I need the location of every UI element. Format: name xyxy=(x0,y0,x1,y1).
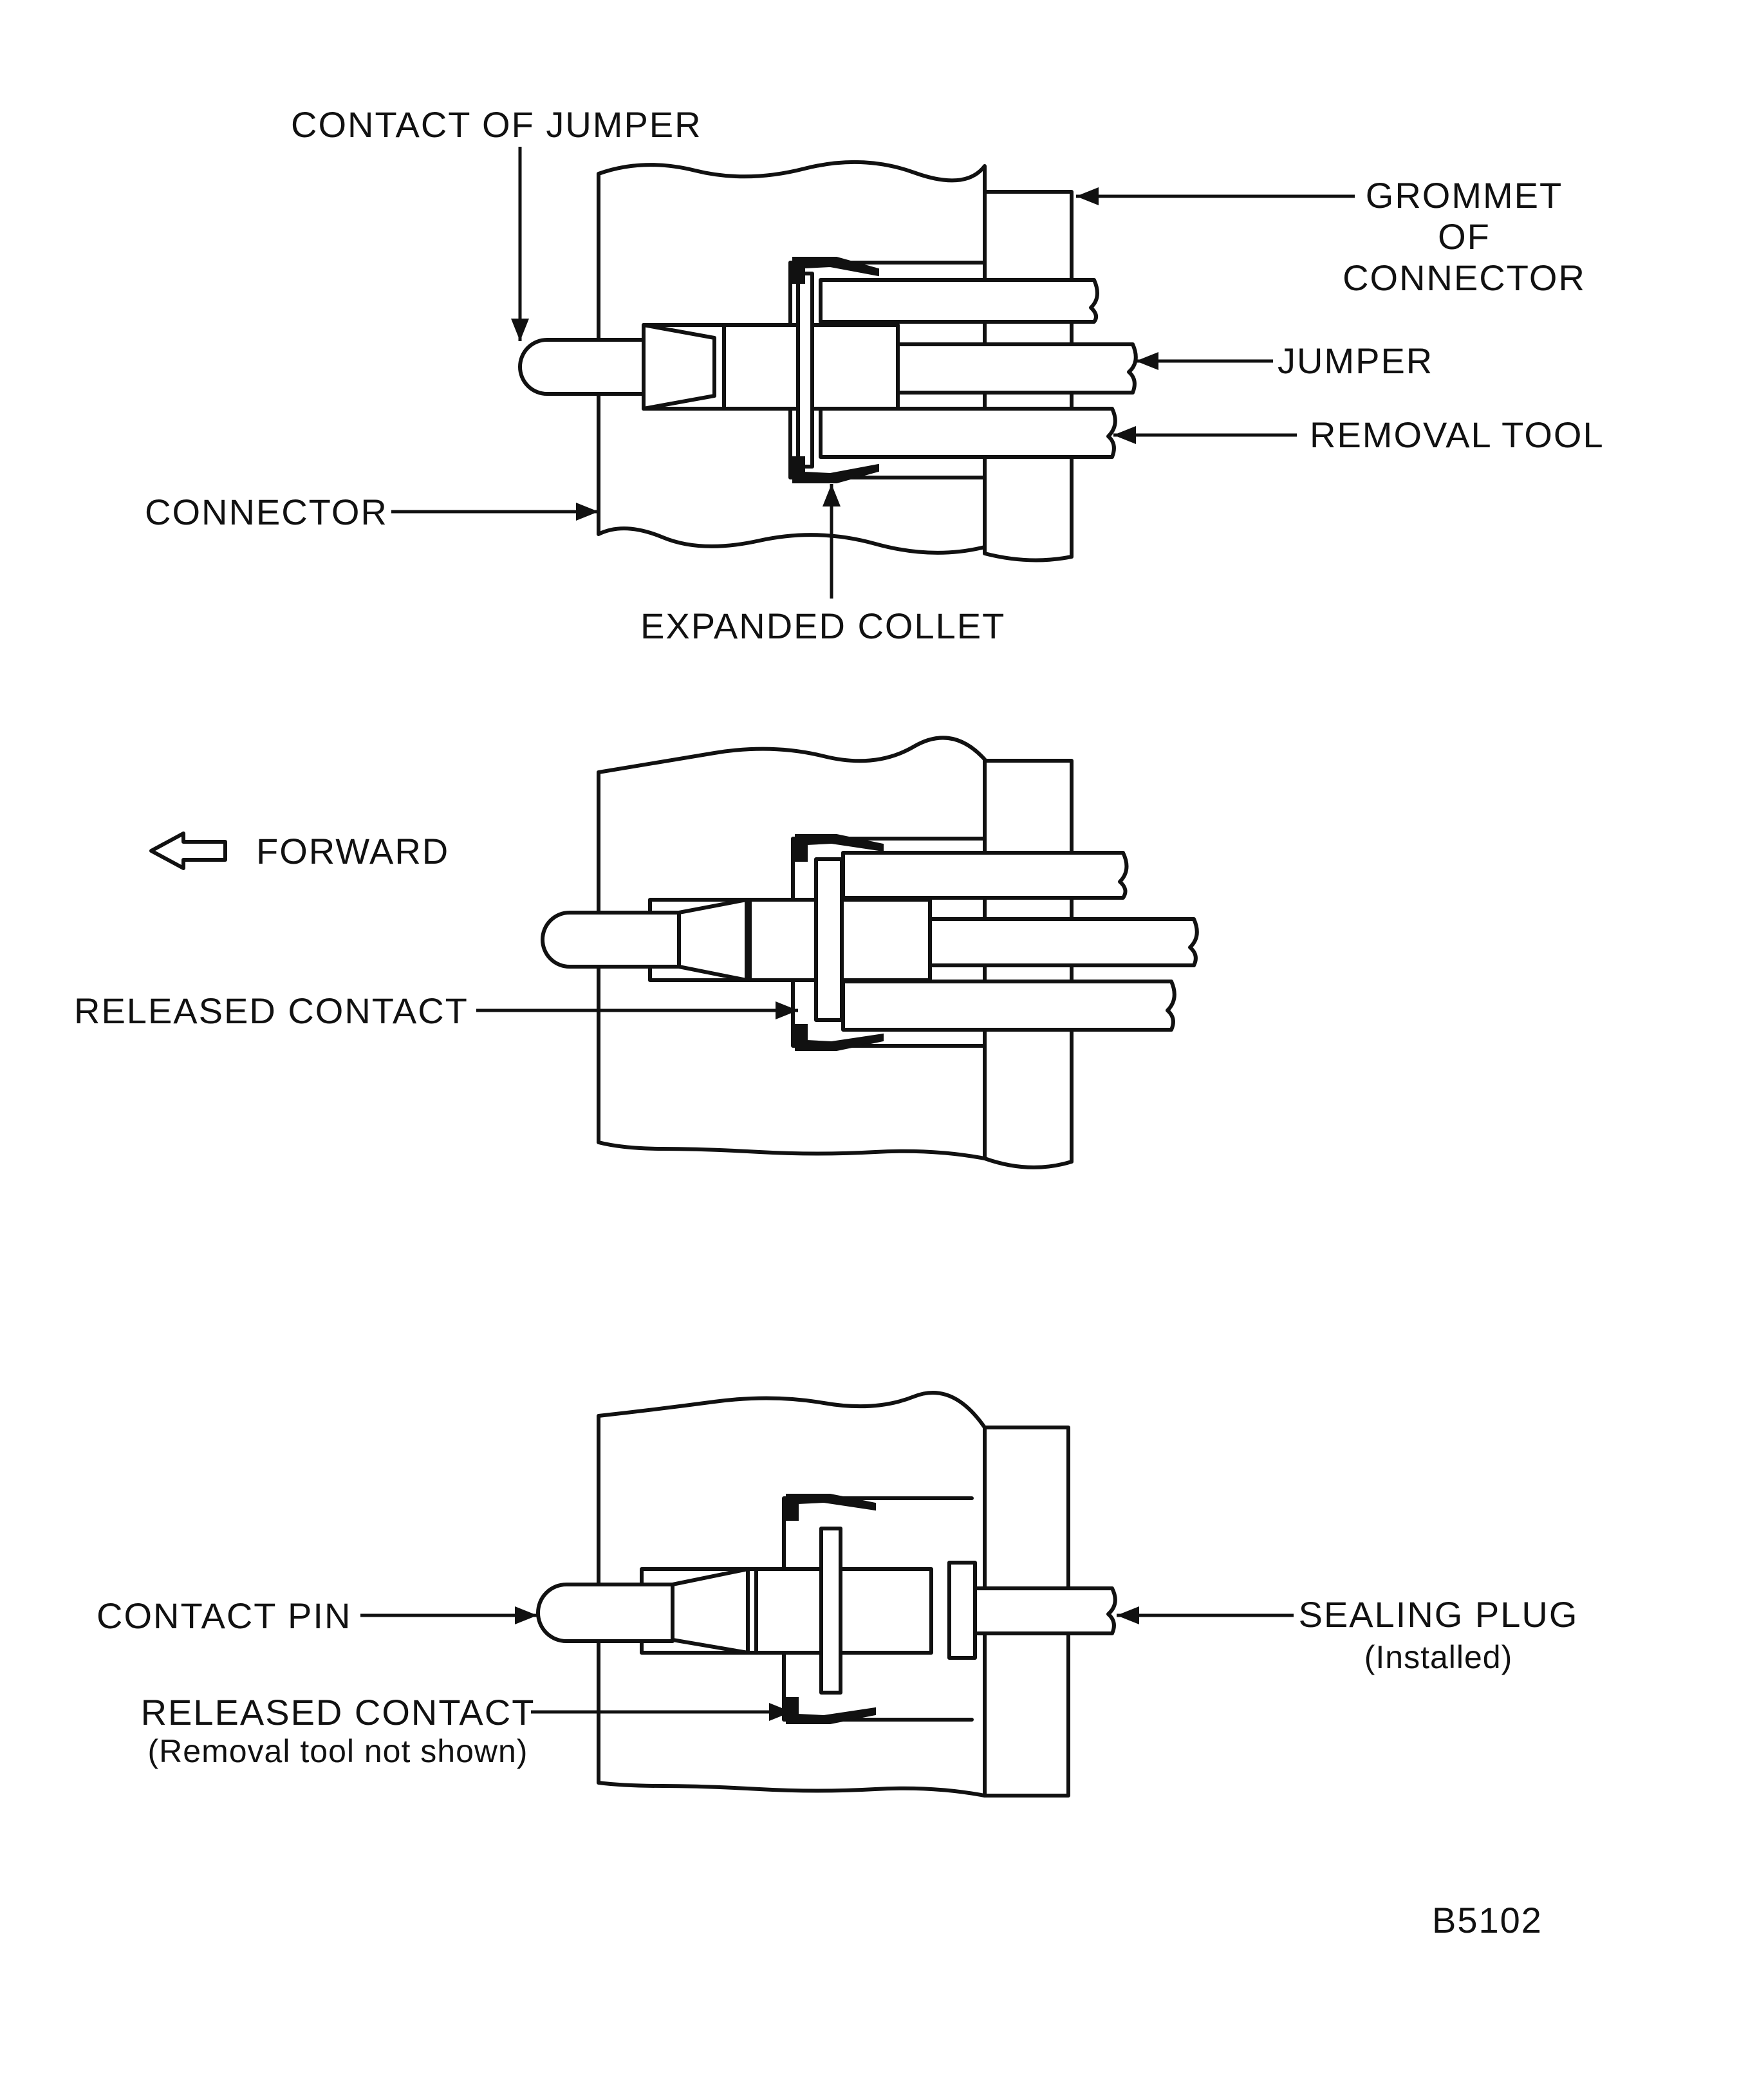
label-contact-of-jumper: CONTACT OF JUMPER xyxy=(291,104,702,145)
removal-tool-lower-2 xyxy=(841,980,1176,1032)
sealing-plug-shaft xyxy=(973,1586,1117,1635)
label-sealing-plug-note: (Installed) xyxy=(1364,1639,1513,1675)
contact-pin-3 xyxy=(536,1583,674,1643)
contact-flange-3 xyxy=(819,1527,842,1695)
label-released-contact-bottom: RELEASED CONTACT xyxy=(141,1692,535,1733)
leader-lines xyxy=(360,147,1355,1721)
label-sealing-plug: SEALING PLUG xyxy=(1299,1594,1579,1635)
barrel-taper-2 xyxy=(677,898,748,982)
contact-barrel-3 xyxy=(640,1567,933,1655)
grommet-3 xyxy=(983,1426,1070,1798)
sealing-plug-head xyxy=(947,1561,977,1660)
contact-flange-2 xyxy=(814,857,844,1022)
label-connector: CONNECTOR xyxy=(145,492,388,532)
jumper-wire-2 xyxy=(928,917,1199,967)
collet-finger-top-2 xyxy=(795,834,884,862)
label-released-contact-bottom-note: (Removal tool not shown) xyxy=(148,1733,528,1769)
contact-pin-1 xyxy=(518,338,646,396)
forward-arrow-icon xyxy=(149,832,227,870)
contact-barrel-2 xyxy=(648,898,932,982)
barrel-taper-1 xyxy=(642,323,716,411)
connector-body-1 xyxy=(597,160,987,555)
label-grommet-line2: OF xyxy=(1438,216,1491,257)
collet-finger-top-1 xyxy=(792,257,879,284)
jumper-wire-1 xyxy=(896,342,1138,395)
contact-pin-2 xyxy=(541,911,681,969)
labels: CONTACT OF JUMPER GROMMET OF CONNECTOR J… xyxy=(74,104,1604,1940)
label-removal-tool: REMOVAL TOOL xyxy=(1310,414,1604,455)
barrel-taper-3 xyxy=(671,1567,750,1655)
grommet-2 xyxy=(983,759,1074,1169)
label-released-contact-mid: RELEASED CONTACT xyxy=(74,990,469,1031)
removal-tool-upper-2 xyxy=(841,851,1129,900)
figure-code: B5102 xyxy=(1432,1900,1543,1940)
collet-finger-bottom-1 xyxy=(792,456,879,483)
view-1-expanded-collet xyxy=(518,160,1138,562)
contact-barrel-1 xyxy=(642,323,900,411)
collet-finger-top-3 xyxy=(786,1494,876,1521)
collet-finger-bottom-2 xyxy=(795,1024,884,1051)
label-grommet-line1: GROMMET xyxy=(1366,175,1563,216)
removal-tool-upper-1 xyxy=(819,278,1099,324)
grommet-1 xyxy=(983,190,1074,562)
removal-tool-lower-1 xyxy=(819,407,1117,459)
view-3-sealing-plug xyxy=(536,1391,1117,1798)
label-grommet-line3: CONNECTOR xyxy=(1343,257,1586,298)
label-contact-pin: CONTACT PIN xyxy=(97,1595,351,1636)
label-jumper: JUMPER xyxy=(1278,340,1433,381)
collet-finger-bottom-3 xyxy=(786,1697,876,1724)
view-2-released-contact xyxy=(541,736,1199,1169)
label-expanded-collet: EXPANDED COLLET xyxy=(640,606,1005,646)
label-forward: FORWARD xyxy=(256,831,449,871)
contact-flange-1 xyxy=(796,272,814,469)
